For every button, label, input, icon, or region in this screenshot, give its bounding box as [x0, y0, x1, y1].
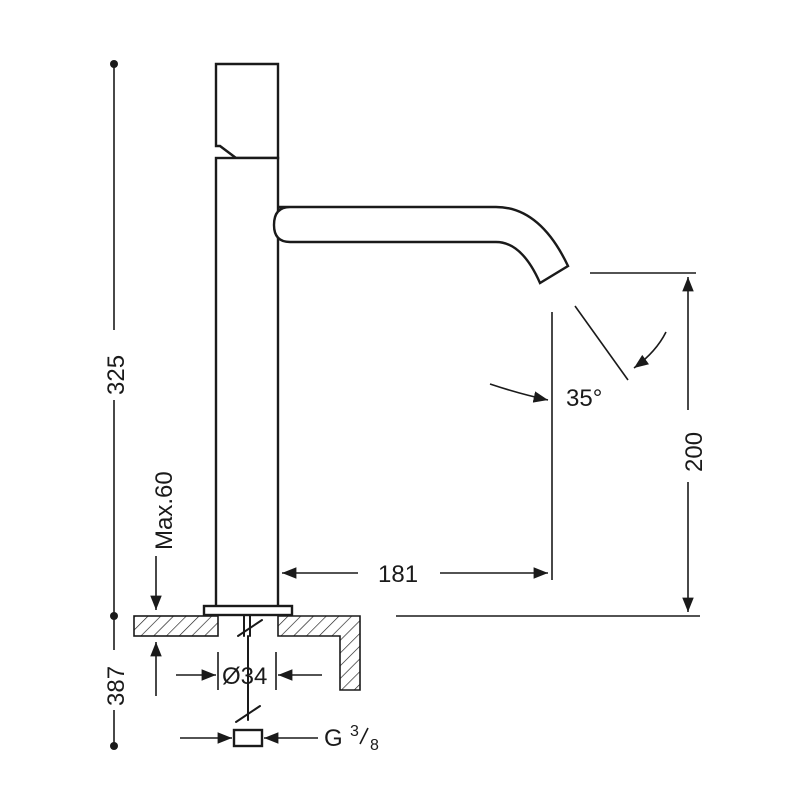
dim-dot-deck	[110, 612, 118, 620]
dim-label-max60: Max.60	[151, 471, 178, 550]
dim-max-deck: Max.60	[150, 471, 178, 696]
dim-spray-angle: 35°	[489, 305, 667, 412]
dim-label-387: 387	[103, 666, 130, 706]
angle-arrow-left	[489, 383, 549, 403]
dim-label-diameter: Ø34	[222, 663, 267, 690]
faucet-spout	[272, 205, 570, 285]
faucet-body	[202, 62, 570, 617]
dim-dot-top	[110, 60, 118, 68]
hose-connector	[232, 728, 264, 748]
faucet-handle	[214, 62, 280, 160]
faucet-base-flange	[202, 604, 294, 617]
dim-dot-bottom	[110, 742, 118, 750]
deck-right-section	[277, 615, 361, 691]
dim-label-thread-g: G	[324, 725, 343, 752]
dim-label-181: 181	[378, 561, 418, 588]
dim-left-vertical: 325 387	[100, 60, 130, 750]
dim-label-200: 200	[681, 432, 708, 472]
dim-label-325: 325	[103, 355, 130, 395]
dim-spout-reach: 181	[282, 312, 553, 588]
deck-counter	[133, 615, 361, 748]
angle-arrow-right	[633, 331, 667, 369]
fraction-slash	[359, 727, 369, 745]
dim-label-angle: 35°	[566, 385, 602, 412]
dim-label-thread-den: 8	[370, 737, 379, 754]
shank-break-top	[237, 619, 263, 637]
faucet-column	[214, 156, 280, 612]
angle-line	[574, 305, 629, 381]
dim-spout-height: 200	[396, 272, 708, 617]
hose-break	[235, 705, 261, 723]
dim-connection: G 3 8	[180, 723, 379, 754]
dim-label-thread-num: 3	[350, 723, 359, 740]
deck-left-section	[133, 615, 219, 637]
dim-base-diameter: Ø34	[176, 652, 322, 690]
handle-bevel	[219, 145, 237, 159]
